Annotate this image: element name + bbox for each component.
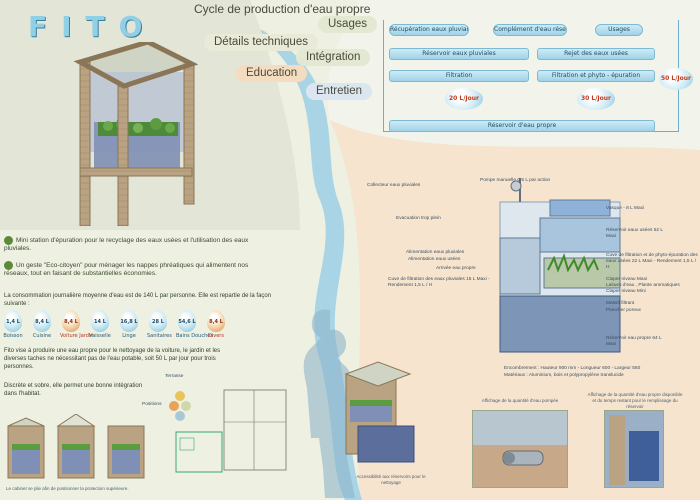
label-clapet-mini: Claper niveau Mini [606,289,646,294]
intro-bullet-2: Un geste "Eco-citoyen" pour ménager les … [4,261,249,278]
label-reservoir-propre: Réservoir eau propre 64 L Maxi [606,336,662,347]
folding-sequence-illustration [7,414,145,479]
flow-box-recuperation: Récupération eaux pluviales [389,24,469,36]
flow-box-reservoir-propre: Réservoir d'eau propre [389,120,655,132]
label-cuve-pluviales: Cuve de filtration des eaux pluviales 15… [388,277,490,288]
label-reservoir-usees: Réservoir eaux usées 52 L Maxi [606,228,663,239]
fito-logo: FITO [28,10,157,43]
label-clapet-maxi: Claper niveau Maxi [606,277,648,282]
label-plancher: Plancher poreux [606,308,641,313]
water-drop-icon: 8,4 L [62,310,80,332]
water-drop-icon: 16,8 L [120,310,138,332]
flow-box-complement: Complément d'eau réseau [493,24,567,36]
label-alim-usees: Alimentation eaux usées [408,257,461,262]
folding-caption: Le cabinet se plie afin de positionner l… [6,486,129,491]
produce-text: Fito vise à produire une eau propre pour… [4,348,221,370]
leaf-bullet-icon [4,261,13,270]
label-evacuation: Evacuation trop plein [396,216,441,221]
specs-line-2: Matériaux : Aluminium, bois et polypropy… [504,373,624,378]
label-pompe: Pompe manuelle 0,5 L par action [480,178,551,183]
plan-label-terrasse: Terrasse [165,374,184,379]
flow-box-reservoir-pluviales: Réservoir eaux pluviales [389,48,529,60]
consumption-text: La consommation journalière moyenne d'ea… [4,293,272,307]
water-drop-icon: 8,4 L [207,310,225,332]
pump-detail-photo [472,410,568,488]
remaining-detail-photo [604,410,664,488]
nav-education[interactable]: Education [236,65,308,82]
nav-entretien[interactable]: Entretien [306,83,373,100]
label-alim-pluviales: Alimentation eaux pluviales [406,250,465,255]
label-cuve-phyto: Cuve de filtration et de phyto-épuration… [606,253,698,270]
water-drop-icon: 14 L [91,310,109,332]
pumped-caption: Affichage de la quantité d'eau pompée [481,398,559,403]
water-drop-icon: 28 L [149,310,167,332]
plan-label-positions: Positions [142,402,162,407]
usage-label: Voiture Jardin [60,333,94,339]
flow-box-filtration: Filtration [389,70,529,82]
specs-line-1: Encombrement : Hauteur 900 mm - Longueur… [504,366,641,371]
flow-drop-20: 20 L/Jour [445,88,483,110]
flow-diagram: Récupération eaux pluviales Complément d… [383,20,693,135]
water-drop-icon: 8,4 L [33,310,51,332]
nav-cycle-title[interactable]: Cycle de production d'eau propre [194,2,371,16]
usage-label: Boisson [3,333,23,339]
floor-plan: Terrasse Positions [142,372,290,484]
label-arrivee: Arrivée eau propre [436,266,476,271]
usage-label: Bains Douches [176,333,213,339]
label-massif: Massif filtrant [606,301,635,306]
access-illustration [344,361,415,463]
flow-box-phyto: Filtration et phyto - épuration [537,70,655,82]
label-vasque: Vasque - 8 L Maxi [606,206,645,211]
usage-label: Cuisine [32,333,52,339]
access-caption: Accessibilité aux réservoirs pour le net… [356,474,426,485]
water-drop-icon: 1,4 L [4,310,22,332]
nav-usages[interactable]: Usages [318,16,377,33]
discrete-text: Discrète et sobre, elle permet une bonne… [4,383,143,397]
nav-details-techniques[interactable]: Détails techniques [204,34,318,51]
flow-box-rejet-usees: Rejet des eaux usées [537,48,655,60]
flow-drop-30: 30 L/Jour [577,88,615,110]
flow-drop-50: 50 L/Jour [659,68,693,90]
label-collecteur: Collecteur eaux pluviales [367,183,421,188]
nav-integration[interactable]: Intégration [296,49,371,66]
intro-bullet-1: Mini station d'épuration pour le recycla… [4,236,249,253]
fito-unit-illustration [73,42,198,226]
usage-label: Sanitaires [147,333,172,339]
leaf-bullet-icon [4,236,13,245]
usage-label: Linge [122,333,136,339]
water-drop-icon: 54,6 L [178,310,196,332]
remaining-caption: Affichage de la quantité d'eau propre di… [587,392,683,409]
usage-label: Divers [208,333,224,339]
flow-box-usages: Usages [595,24,643,36]
label-laitues: Laitues d'eau , Plante aromatiques [606,283,680,288]
usage-label: Vaisselle [89,333,111,339]
technical-diagram: Collecteur eaux pluviales Pompe manuelle… [367,178,700,378]
